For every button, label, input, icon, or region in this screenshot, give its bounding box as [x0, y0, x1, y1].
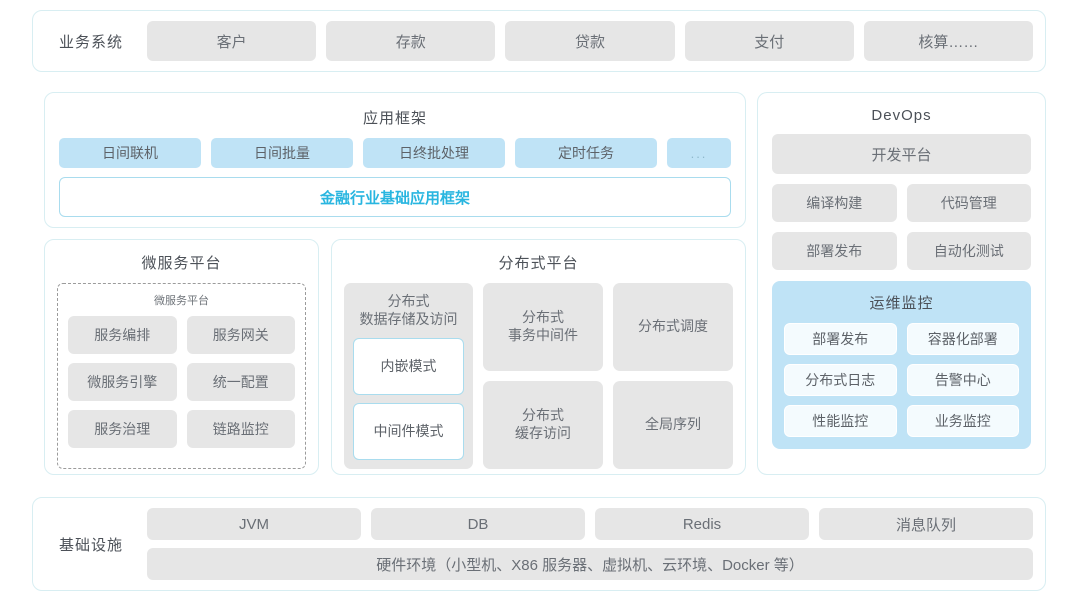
- distributed-cell-0-line2: 事务中间件: [508, 327, 578, 343]
- business-item-deposit[interactable]: 存款: [326, 21, 496, 61]
- distributed-cell-2-line2: 缓存访问: [515, 425, 571, 441]
- distributed-mode-middleware[interactable]: 中间件模式: [353, 402, 464, 460]
- devops-item-automated-test[interactable]: 自动化测试: [906, 232, 1031, 270]
- distributed-platform-body: 分布式 数据存储及访问 内嵌模式 中间件模式 分布式事务中间件 分布式调度 分布…: [344, 283, 733, 469]
- devops-items-grid: 编译构建 代码管理 部署发布 自动化测试: [772, 184, 1031, 270]
- distributed-platform-panel: 分布式平台 分布式 数据存储及访问 内嵌模式 中间件模式 分布式事务中间件 分布…: [331, 239, 746, 475]
- distributed-cells-grid: 分布式事务中间件 分布式调度 分布式缓存访问 全局序列: [483, 283, 733, 469]
- business-systems-label: 业务系统: [58, 33, 123, 51]
- infrastructure-item-redis[interactable]: Redis: [595, 508, 809, 540]
- microservice-inner-title: 微服务平台: [154, 295, 209, 307]
- ops-item-deploy-release[interactable]: 部署发布: [784, 323, 897, 355]
- ops-monitoring-panel: 运维监控 部署发布 容器化部署 分布式日志 告警中心 性能监控 业务监控: [772, 281, 1031, 449]
- microservice-item-trace-monitoring[interactable]: 链路监控: [186, 410, 295, 448]
- application-framework-title: 应用框架: [362, 110, 427, 127]
- ops-monitoring-title: 运维监控: [869, 295, 934, 312]
- distributed-cell-2-line1: 分布式: [522, 407, 564, 424]
- app-pill-eod-batch[interactable]: 日终批处理: [363, 138, 505, 168]
- application-framework-panel: 应用框架 日间联机 日间批量 日终批处理 定时任务 ... 金融行业基础应用框架: [44, 92, 746, 228]
- finance-base-framework-bar[interactable]: 金融行业基础应用框架: [59, 177, 731, 217]
- business-systems-panel: 业务系统 客户 存款 贷款 支付 核算……: [32, 10, 1046, 72]
- ops-monitoring-grid: 部署发布 容器化部署 分布式日志 告警中心 性能监控 业务监控: [784, 323, 1019, 437]
- business-item-payment[interactable]: 支付: [684, 21, 854, 61]
- distributed-cell-1-line1: 分布式调度: [638, 318, 708, 335]
- devops-title: DevOps: [871, 107, 932, 124]
- microservice-item-governance[interactable]: 服务治理: [68, 410, 177, 448]
- business-item-loan[interactable]: 贷款: [505, 21, 675, 61]
- distributed-storage-card[interactable]: 分布式 数据存储及访问 内嵌模式 中间件模式: [344, 283, 473, 469]
- devops-item-code-management[interactable]: 代码管理: [906, 184, 1031, 222]
- microservice-platform-title: 微服务平台: [141, 255, 222, 272]
- distributed-platform-title: 分布式平台: [498, 255, 579, 272]
- distributed-cell-cache-access[interactable]: 分布式缓存访问: [483, 381, 603, 469]
- distributed-cell-0-line1: 分布式: [522, 309, 564, 326]
- devops-item-dev-platform[interactable]: 开发平台: [772, 134, 1031, 174]
- microservice-platform-panel: 微服务平台 微服务平台 服务编排 服务网关 微服务引擎 统一配置 服务治理 链路…: [44, 239, 319, 475]
- distributed-storage-title: 分布式 数据存储及访问: [353, 293, 464, 329]
- app-pill-daytime-batch[interactable]: 日间批量: [211, 138, 353, 168]
- infrastructure-content: JVM DB Redis 消息队列 硬件环境（小型机、X86 服务器、虚拟机、云…: [147, 508, 1033, 580]
- infrastructure-hardware-bar[interactable]: 硬件环境（小型机、X86 服务器、虚拟机、云环境、Docker 等）: [147, 548, 1033, 580]
- distributed-mode-embedded[interactable]: 内嵌模式: [353, 337, 464, 395]
- distributed-cell-global-sequence[interactable]: 全局序列: [613, 381, 733, 469]
- infrastructure-item-message-queue[interactable]: 消息队列: [819, 508, 1033, 540]
- infrastructure-items-row: JVM DB Redis 消息队列: [147, 508, 1033, 540]
- distributed-cell-transaction-middleware[interactable]: 分布式事务中间件: [483, 283, 603, 371]
- distributed-cell-scheduling[interactable]: 分布式调度: [613, 283, 733, 371]
- ops-item-performance-monitoring[interactable]: 性能监控: [784, 405, 897, 437]
- ops-item-alert-center[interactable]: 告警中心: [906, 364, 1019, 396]
- business-item-customer[interactable]: 客户: [147, 21, 317, 61]
- distributed-storage-title-line2: 数据存储及访问: [359, 310, 458, 327]
- app-pill-scheduled-task[interactable]: 定时任务: [515, 138, 657, 168]
- app-pill-more-icon[interactable]: ...: [667, 138, 731, 168]
- business-item-accounting[interactable]: 核算……: [863, 21, 1034, 61]
- app-pill-daytime-online[interactable]: 日间联机: [59, 138, 201, 168]
- devops-panel: DevOps 开发平台 编译构建 代码管理 部署发布 自动化测试 运维监控 部署…: [757, 92, 1046, 475]
- microservice-items-grid: 服务编排 服务网关 微服务引擎 统一配置 服务治理 链路监控: [68, 316, 295, 448]
- ops-item-distributed-log[interactable]: 分布式日志: [784, 364, 897, 396]
- devops-item-deploy-release[interactable]: 部署发布: [772, 232, 897, 270]
- microservice-item-unified-config[interactable]: 统一配置: [186, 363, 295, 401]
- infrastructure-item-jvm[interactable]: JVM: [147, 508, 361, 540]
- ops-item-business-monitoring[interactable]: 业务监控: [906, 405, 1019, 437]
- infrastructure-label: 基础设施: [58, 536, 123, 554]
- microservice-inner-dashed-box: 微服务平台 服务编排 服务网关 微服务引擎 统一配置 服务治理 链路监控: [57, 283, 306, 469]
- infrastructure-item-db[interactable]: DB: [371, 508, 585, 540]
- microservice-item-engine[interactable]: 微服务引擎: [68, 363, 177, 401]
- devops-item-compile-build[interactable]: 编译构建: [772, 184, 897, 222]
- microservice-item-orchestration[interactable]: 服务编排: [68, 316, 177, 354]
- microservice-item-gateway[interactable]: 服务网关: [186, 316, 295, 354]
- application-framework-pill-row: 日间联机 日间批量 日终批处理 定时任务 ...: [59, 138, 731, 168]
- distributed-cell-3-line1: 全局序列: [645, 416, 701, 433]
- ops-item-containerized-deploy[interactable]: 容器化部署: [906, 323, 1019, 355]
- infrastructure-panel: 基础设施 JVM DB Redis 消息队列 硬件环境（小型机、X86 服务器、…: [32, 497, 1046, 591]
- distributed-storage-title-line1: 分布式: [387, 293, 430, 309]
